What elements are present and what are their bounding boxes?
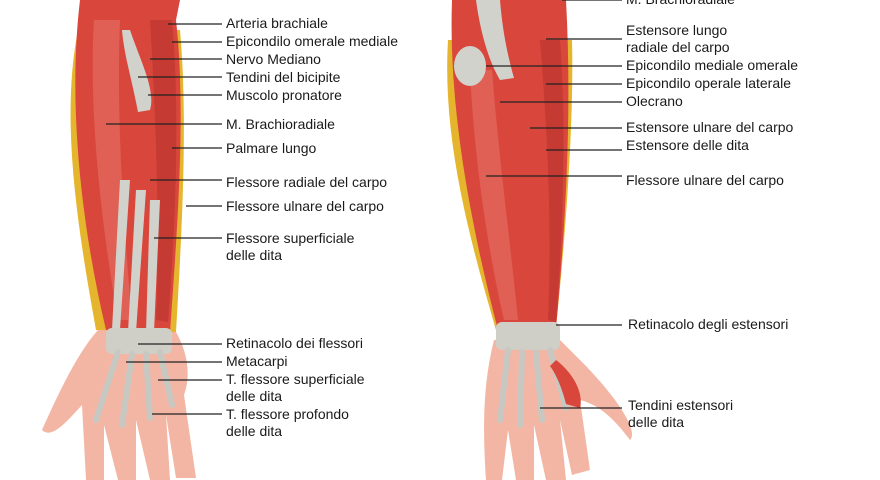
label-t-flessore-superficiale-line2: delle dita [226,388,283,404]
label-estensore-delle-dita: Estensore delle dita [626,137,749,153]
label-epicondilo-omerale-mediale: Epicondilo omerale mediale [226,33,398,49]
anterior-hand [42,330,196,480]
anterior-leader-lines [106,23,222,415]
posterior-hand-muscle [550,360,581,408]
label-tendini-estensori-line2: delle dita [628,414,685,430]
label-t-flessore-superficiale: T. flessore superficiale [226,371,365,387]
label-t-flessore-profondo-line2: delle dita [226,423,283,439]
posterior-top-tendon [476,0,514,80]
label-flessore-superficiale-line2: delle dita [226,247,283,263]
label-retinacolo-dei-flessori: Retinacolo dei flessori [226,335,363,351]
posterior-olecranon [454,46,486,86]
label-estensore-lungo-line2: radiale del carpo [626,39,730,55]
label-epicondilo-mediale-omerale: Epicondilo mediale omerale [626,57,798,73]
label-metacarpi: Metacarpi [226,353,288,369]
label-muscolo-pronatore: Muscolo pronatore [226,87,342,103]
label-epicondilo-operale-laterale: Epicondilo operale laterale [626,75,791,91]
label-flessore-ulnare-del-carpo-posterior: Flessore ulnare del carpo [626,172,784,188]
anterior-hand-tendons [93,349,175,428]
label-flessore-superficiale: Flessore superficiale [226,230,355,246]
label-nervo-mediano: Nervo Mediano [226,51,321,67]
label-estensore-ulnare-del-carpo: Estensore ulnare del carpo [626,119,794,135]
anterior-tendons [112,180,160,332]
label-retinacolo-degli-estensori: Retinacolo degli estensori [628,316,789,332]
posterior-leader-lines [486,0,622,409]
label-m-brachioradiale-anterior: M. Brachioradiale [226,116,335,132]
anterior-flexor-retinaculum [106,328,172,354]
posterior-muscle-shadow [540,40,564,322]
label-flessore-ulnare-del-carpo-anterior: Flessore ulnare del carpo [226,198,384,214]
label-m-brachioradiale-posterior: M. Brachioradiale [626,0,735,8]
label-tendini-estensori: Tendini estensori [628,397,734,413]
posterior-hand-tendons [497,347,569,428]
label-arteria-brachiale: Arteria brachiale [226,15,328,31]
label-flessore-radiale-del-carpo: Flessore radiale del carpo [226,174,388,190]
label-palmare-lungo: Palmare lungo [226,140,317,156]
anterior-forearm [42,0,196,480]
label-tendini-del-bicipite: Tendini del bicipite [226,69,341,85]
label-olecrano: Olecrano [626,93,683,109]
posterior-muscle-highlight [470,70,518,320]
anterior-pronator-region [122,30,152,112]
posterior-extensor-retinaculum [496,322,560,350]
label-t-flessore-profondo: T. flessore profondo [226,406,349,422]
label-estensore-lungo: Estensore lungo [626,22,728,38]
